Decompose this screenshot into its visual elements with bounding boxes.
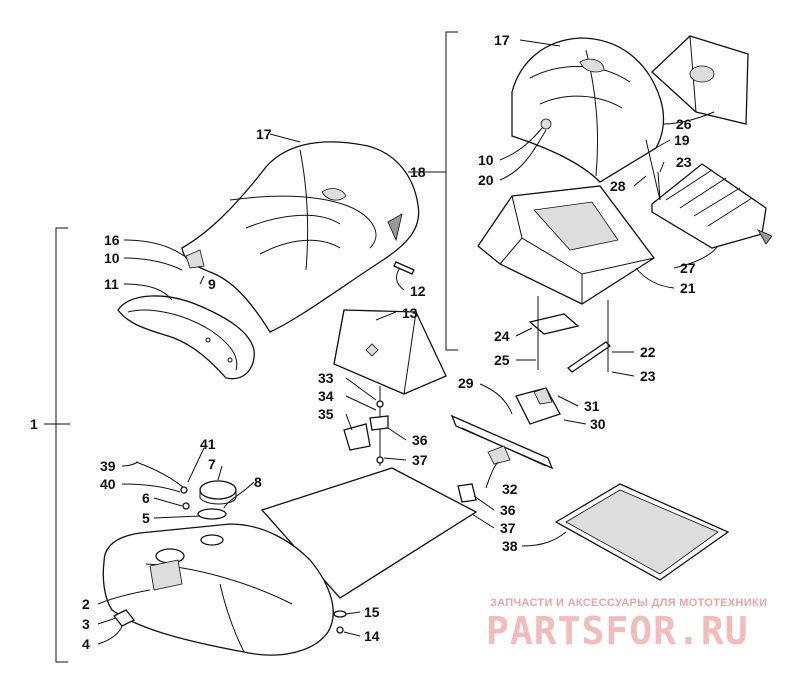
seat-foam-part xyxy=(333,309,447,395)
fuel-cap-part-7 xyxy=(199,480,237,505)
callout-13: 13 xyxy=(402,305,418,321)
watermark: ЗАПЧАСТИ И АКСЕССУАРЫ ДЛЯ МОТОТЕХНИКИ PA… xyxy=(486,597,767,653)
callout-17: 17 xyxy=(256,126,272,142)
callout-27: 27 xyxy=(680,260,696,276)
bracket-part-24 xyxy=(528,313,580,335)
rod-part-28 xyxy=(645,139,661,201)
leader-lines xyxy=(56,39,719,645)
callout-10: 10 xyxy=(104,250,120,266)
seat-cover-part xyxy=(181,141,420,333)
strap-part-22 xyxy=(566,341,612,373)
callout-24: 24 xyxy=(494,328,510,344)
callout-35: 35 xyxy=(318,406,334,422)
watermark-logo: PARTSFOR.RU xyxy=(486,609,749,653)
upper-foam-part-26 xyxy=(651,35,749,125)
hinge-part-30 xyxy=(515,387,561,425)
grill-part-27 xyxy=(651,163,773,249)
callout-37: 37 xyxy=(412,452,428,468)
callout-10-upper: 10 xyxy=(478,152,494,168)
callout-29: 29 xyxy=(458,375,474,391)
callout-6: 6 xyxy=(142,490,150,506)
callout-17-upper: 17 xyxy=(494,32,510,48)
callout-4: 4 xyxy=(82,636,90,652)
gasket-part-8 xyxy=(197,508,227,520)
rail-part-32 xyxy=(450,414,554,470)
callout-14: 14 xyxy=(364,628,380,644)
callout-41: 41 xyxy=(200,436,216,452)
callout-16: 16 xyxy=(104,232,120,248)
assembly-bracket-18 xyxy=(434,31,458,351)
callout-30: 30 xyxy=(590,416,606,432)
bracket-part-35 xyxy=(343,415,389,451)
callout-26: 26 xyxy=(676,116,692,132)
callout-20: 20 xyxy=(478,172,494,188)
callout-38: 38 xyxy=(502,538,518,554)
callout-8: 8 xyxy=(254,474,262,490)
callout-36-right: 36 xyxy=(500,502,516,518)
callout-31: 31 xyxy=(584,398,600,414)
callout-7: 7 xyxy=(208,456,216,472)
seat-pin-part xyxy=(393,261,415,275)
rod-part-23 xyxy=(657,171,661,201)
callout-11: 11 xyxy=(104,276,119,292)
callout-32: 32 xyxy=(502,481,518,497)
callout-28: 28 xyxy=(610,178,626,194)
callout-15: 15 xyxy=(364,604,380,620)
callout-23-lower: 23 xyxy=(640,368,656,384)
callout-2: 2 xyxy=(82,596,90,612)
watermark-tagline: ЗАПЧАСТИ И АКСЕССУАРЫ ДЛЯ МОТОТЕХНИКИ xyxy=(490,597,767,609)
upper-seat-part-17 xyxy=(511,37,665,183)
callout-37-right: 37 xyxy=(500,520,516,536)
callout-9: 9 xyxy=(208,276,216,292)
callout-19: 19 xyxy=(674,132,690,148)
floor-mat-part xyxy=(554,483,730,581)
callout-5: 5 xyxy=(142,510,150,526)
callout-33: 33 xyxy=(318,370,334,386)
assembly-bracket-1 xyxy=(44,227,68,663)
callout-23: 23 xyxy=(676,154,692,170)
callout-39: 39 xyxy=(100,458,116,474)
drain-part-3 xyxy=(112,609,136,627)
callout-12: 12 xyxy=(410,283,426,299)
bolt-part-15 xyxy=(333,610,347,634)
callout-25: 25 xyxy=(494,352,510,368)
seat-side-panel-part xyxy=(117,295,255,380)
fuel-tank-part xyxy=(102,523,334,656)
storage-box-part-21 xyxy=(477,185,655,305)
callout-22: 22 xyxy=(640,344,656,360)
callout-3: 3 xyxy=(82,616,90,632)
callout-36: 36 xyxy=(412,432,428,448)
callout-34: 34 xyxy=(318,388,334,404)
vent-hose-part-39 xyxy=(135,461,190,510)
callout-18: 18 xyxy=(410,164,426,180)
callout-40: 40 xyxy=(100,476,116,492)
callout-1: 1 xyxy=(30,416,38,432)
callout-21: 21 xyxy=(680,280,696,296)
